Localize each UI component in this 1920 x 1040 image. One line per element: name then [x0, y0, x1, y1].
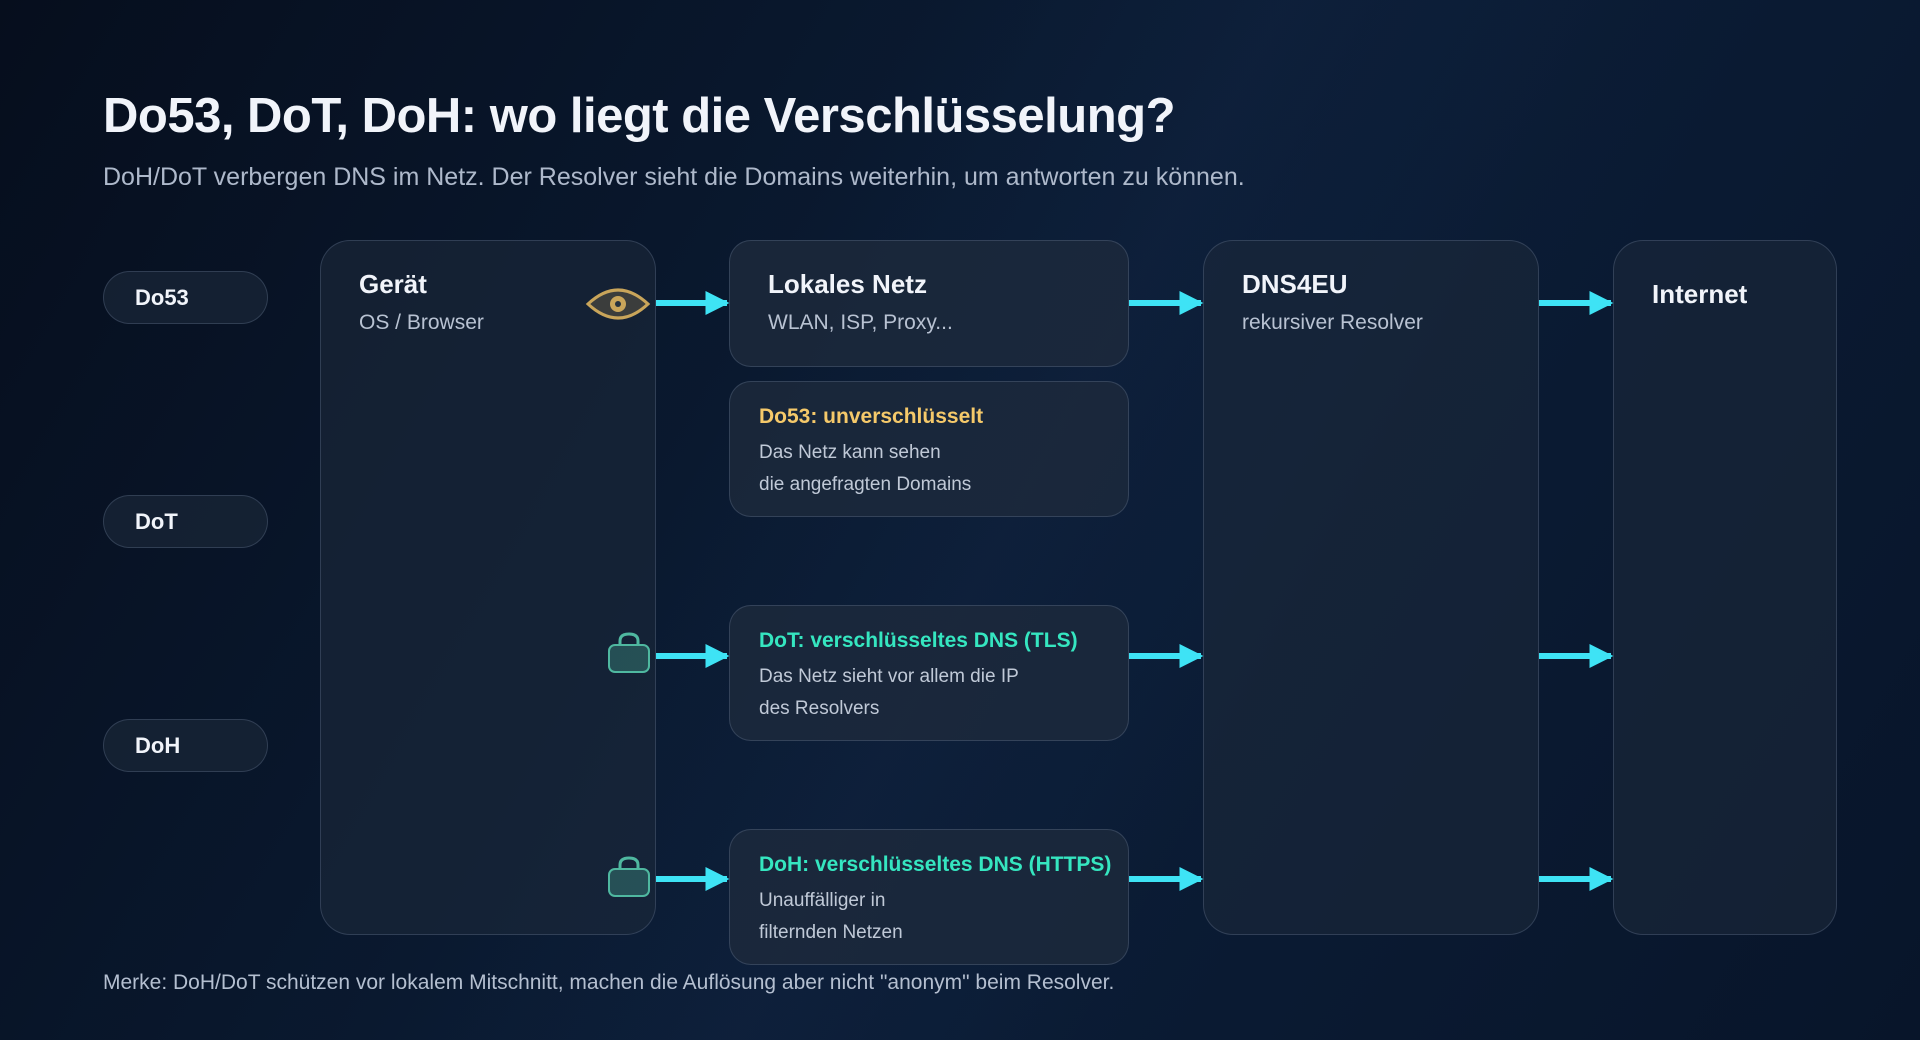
local-network-title: Lokales Netz — [768, 269, 927, 299]
page-title: Do53, DoT, DoH: wo liegt die Verschlüsse… — [103, 89, 1176, 143]
doh-note-line2: filternden Netzen — [759, 922, 903, 943]
do53-note-title: Do53: unverschlüsselt — [759, 405, 984, 428]
dot-note-title: DoT: verschlüsseltes DNS (TLS) — [759, 629, 1078, 652]
do53-note-line1: Das Netz kann sehen — [759, 442, 941, 463]
doh-note-title: DoH: verschlüsseltes DNS (HTTPS) — [759, 853, 1112, 876]
eye-icon — [585, 288, 651, 320]
local-network-box: Lokales Netz WLAN, ISP, Proxy... — [729, 240, 1129, 367]
dot-note: DoT: verschlüsseltes DNS (TLS) Das Netz … — [729, 605, 1129, 741]
protocol-label-do53: Do53 — [103, 271, 268, 324]
resolver-column: DNS4EU rekursiver Resolver — [1203, 240, 1539, 935]
page-subtitle: DoH/DoT verbergen DNS im Netz. Der Resol… — [103, 163, 1245, 191]
doh-note-line1: Unauffälliger in — [759, 890, 886, 911]
lock-icon — [608, 632, 650, 673]
footnote: Merke: DoH/DoT schützen vor lokalem Mits… — [103, 971, 1115, 994]
resolver-title: DNS4EU — [1242, 269, 1348, 299]
protocol-label-doh: DoH — [103, 719, 268, 772]
resolver-subtitle: rekursiver Resolver — [1242, 311, 1423, 334]
dot-note-line1: Das Netz sieht vor allem die IP — [759, 666, 1019, 687]
do53-note-line2: die angefragten Domains — [759, 474, 972, 495]
dot-note-line2: des Resolvers — [759, 698, 880, 719]
local-network-subtitle: WLAN, ISP, Proxy... — [768, 311, 953, 334]
internet-column: Internet — [1613, 240, 1837, 935]
protocol-label-dot: DoT — [103, 495, 268, 548]
device-column: Gerät OS / Browser — [320, 240, 656, 935]
doh-note: DoH: verschlüsseltes DNS (HTTPS) Unauffä… — [729, 829, 1129, 965]
internet-title: Internet — [1652, 279, 1748, 309]
device-subtitle: OS / Browser — [359, 311, 484, 334]
do53-note: Do53: unverschlüsselt Das Netz kann sehe… — [729, 381, 1129, 517]
device-title: Gerät — [359, 269, 427, 299]
lock-icon — [608, 856, 650, 897]
